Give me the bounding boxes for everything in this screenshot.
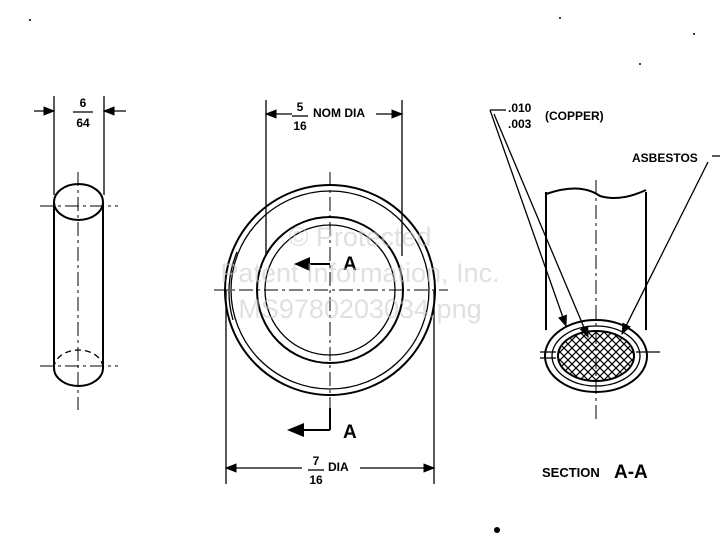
copper-value-2: .003	[508, 117, 532, 131]
inner-diameter-numerator: 5	[297, 100, 304, 114]
copper-label: (COPPER)	[545, 109, 604, 123]
section-id: A-A	[614, 462, 648, 483]
watermark: © Protected Patent Information, Inc. MS9…	[220, 222, 499, 324]
asbestos-label: ASBESTOS	[632, 151, 698, 165]
outer-diameter-dimension: 7 16 DIA	[308, 454, 349, 487]
asbestos-callout: ASBESTOS	[621, 151, 720, 336]
side-thickness-denominator: 64	[76, 116, 90, 130]
section-mark-top: A	[294, 254, 357, 275]
outer-diameter-numerator: 7	[313, 454, 320, 468]
scan-specks	[29, 17, 695, 533]
watermark-line-2: Patent Information, Inc.	[220, 258, 499, 288]
outer-diameter-suffix: DIA	[328, 460, 349, 474]
inner-diameter-denominator: 16	[293, 119, 307, 133]
section-label-top: A	[343, 254, 357, 275]
section-view: .010 .003 (COPPER) ASBESTOS SECTION	[489, 101, 720, 483]
section-mark-bottom: A	[287, 408, 357, 443]
watermark-line-1: © Protected	[289, 222, 432, 252]
section-label-bottom: A	[343, 422, 357, 443]
inner-diameter-dimension: 5 16 NOM DIA	[292, 100, 365, 133]
outer-diameter-denominator: 16	[309, 473, 323, 487]
side-thickness-dimension: 6 64	[73, 96, 93, 130]
watermark-line-3: MS9780203034.png	[238, 294, 481, 324]
section-word: SECTION	[542, 465, 600, 480]
front-view: 5 16 NOM DIA A A	[214, 100, 448, 487]
side-thickness-numerator: 6	[80, 96, 87, 110]
inner-diameter-suffix: NOM DIA	[313, 106, 365, 120]
side-view: 6 64	[34, 96, 126, 410]
copper-callout: .010 .003 (COPPER)	[489, 101, 604, 339]
copper-value-1: .010	[508, 101, 532, 115]
